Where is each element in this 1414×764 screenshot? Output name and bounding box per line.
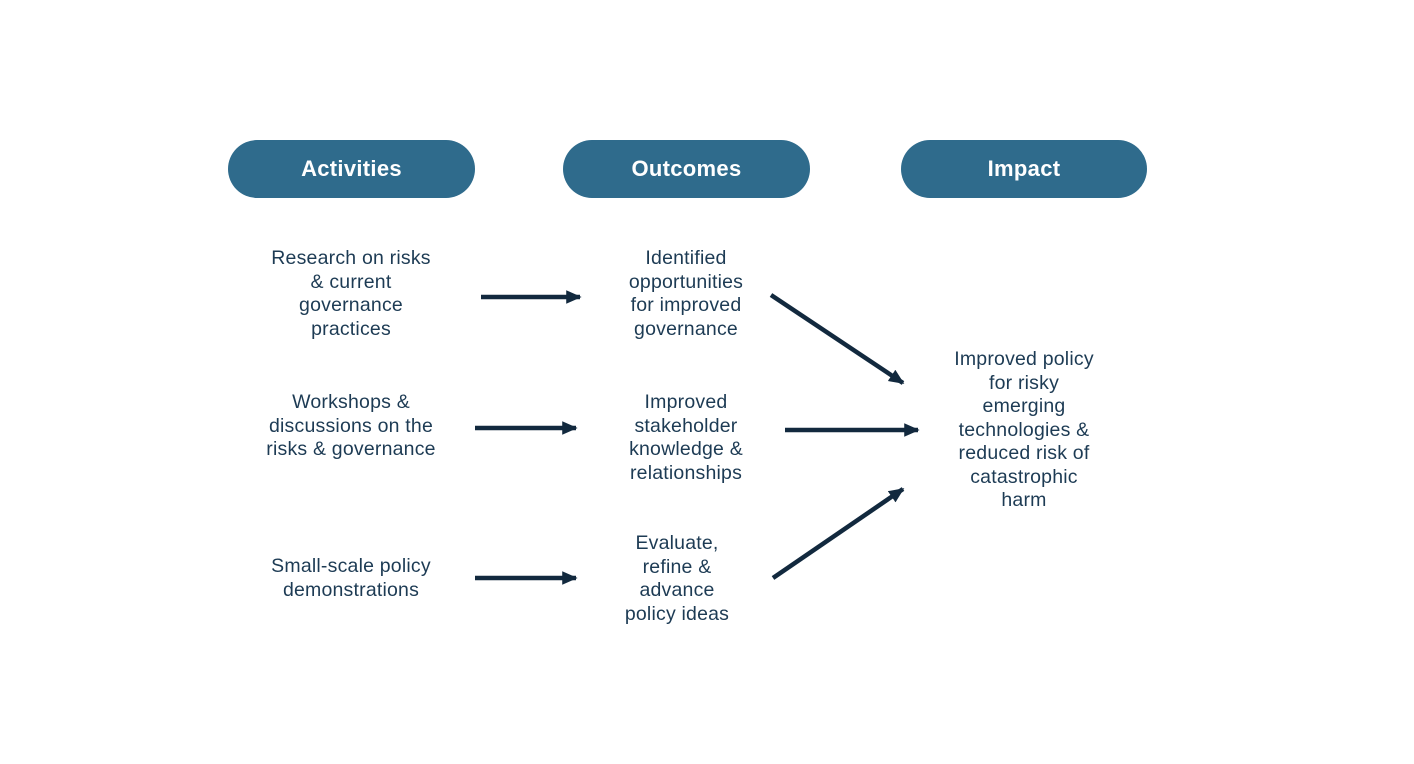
node-outcome-policy-ideas: Evaluate, refine & advance policy ideas	[624, 532, 730, 625]
node-outcome-stakeholder: Improved stakeholder knowledge & relatio…	[629, 391, 743, 484]
header-label-outcomes: Outcomes	[631, 156, 742, 181]
header-pill-impact: Impact	[901, 140, 1147, 198]
header-label-activities: Activities	[301, 156, 402, 181]
node-activity-workshops: Workshops & discussions on the risks & g…	[266, 391, 436, 460]
header-label-impact: Impact	[987, 156, 1061, 181]
node-activity-research: Research on risks & current governance p…	[271, 247, 431, 340]
header-pill-activities: Activities	[228, 140, 475, 198]
node-activity-demonstrations: Small-scale policy demonstrations	[271, 555, 431, 601]
node-outcome-opportunities: Identified opportunities for improved go…	[628, 247, 744, 340]
node-impact-improved-policy: Improved policy for risky emerging techn…	[954, 348, 1094, 511]
header-pill-outcomes: Outcomes	[563, 140, 810, 198]
